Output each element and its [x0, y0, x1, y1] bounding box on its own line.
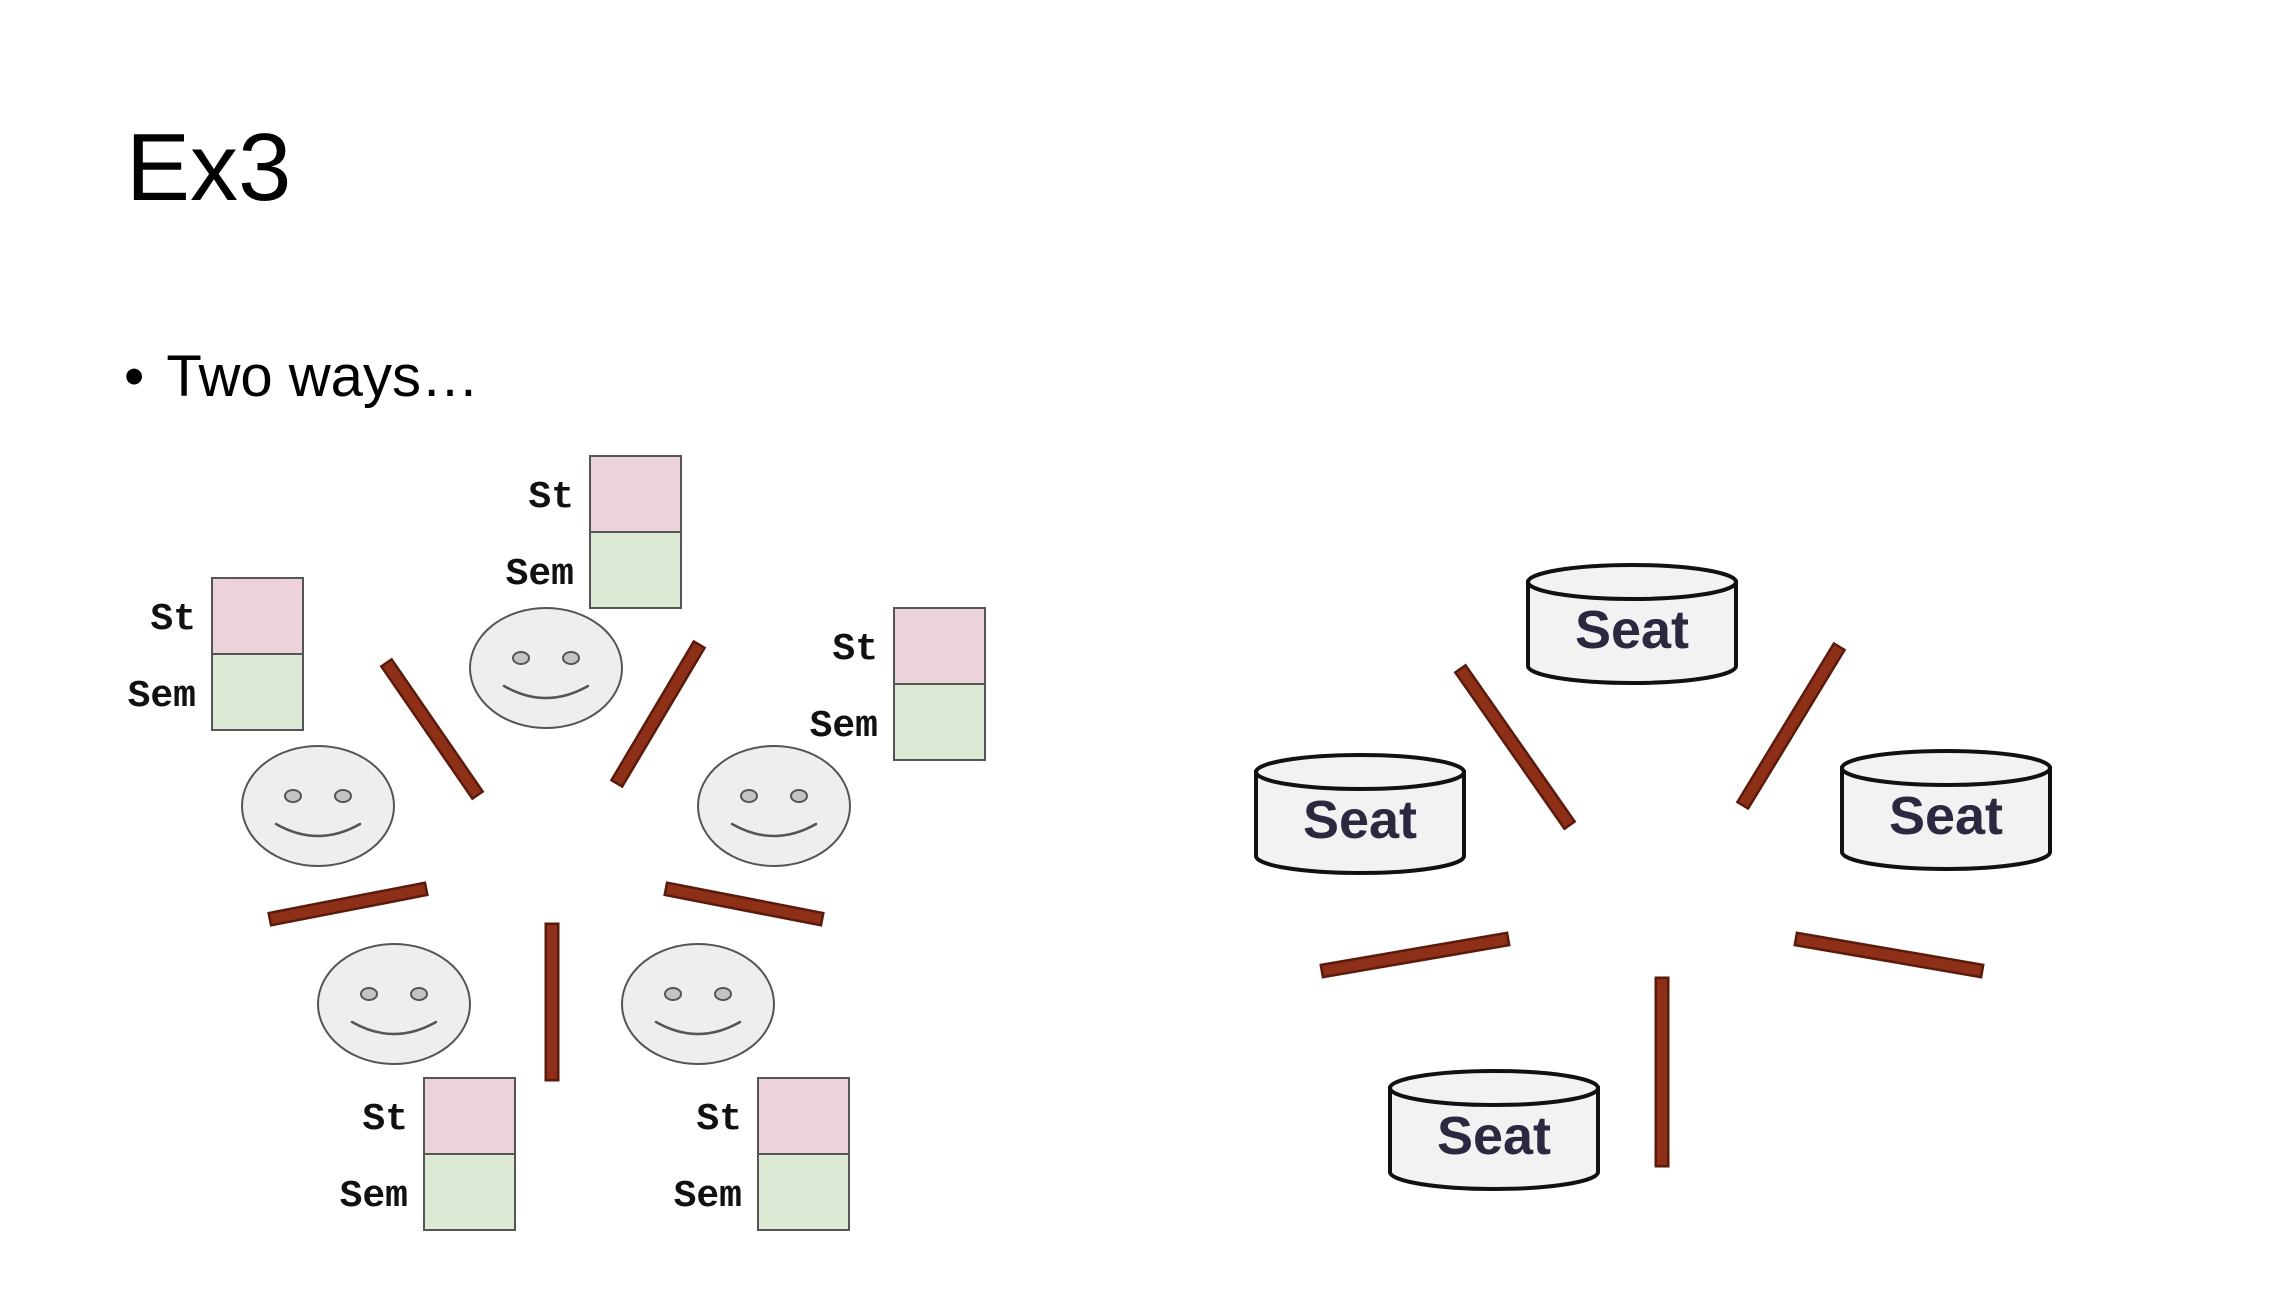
state-label: St	[528, 476, 574, 519]
chopstick-right-2	[1735, 641, 1847, 811]
semaphore-label: Sem	[340, 1175, 408, 1218]
philosopher-face-3	[697, 745, 851, 867]
philosopher-face-2	[241, 745, 395, 867]
semaphore-cell	[893, 683, 986, 761]
seat-4: Seat	[1388, 1069, 1600, 1191]
chopstick-right-3	[1319, 931, 1511, 979]
state-label: St	[362, 1098, 408, 1141]
chopstick-left-4	[663, 881, 825, 927]
state-label: St	[832, 628, 878, 671]
philosopher-face-4	[317, 943, 471, 1065]
seat-label: Seat	[1889, 786, 2003, 846]
semaphore-label: Sem	[128, 675, 196, 718]
state-label: St	[696, 1098, 742, 1141]
state-cell	[423, 1077, 516, 1155]
seat-2: Seat	[1254, 753, 1466, 875]
chopstick-right-4	[1793, 931, 1985, 979]
semaphore-label: Sem	[810, 705, 878, 748]
state-cell	[211, 577, 304, 655]
seat-label: Seat	[1303, 790, 1417, 850]
state-cell	[757, 1077, 850, 1155]
bullet-text: Two ways…	[166, 344, 479, 409]
semaphore-label: Sem	[506, 553, 574, 596]
seat-1: Seat	[1526, 563, 1738, 685]
slide-title: Ex3	[126, 114, 292, 221]
philosopher-face-1	[469, 607, 623, 729]
bullet-item: • Two ways…	[124, 348, 479, 406]
state-cell	[893, 607, 986, 685]
chopstick-left-2	[609, 639, 707, 789]
semaphore-label: Sem	[674, 1175, 742, 1218]
seat-3: Seat	[1840, 749, 2052, 871]
semaphore-cell	[423, 1153, 516, 1231]
semaphore-cell	[589, 531, 682, 609]
semaphore-cell	[211, 653, 304, 731]
philosopher-face-5	[621, 943, 775, 1065]
chopstick-left-3	[267, 881, 429, 927]
state-cell	[589, 455, 682, 533]
seat-label: Seat	[1437, 1106, 1551, 1166]
chopstick-left-1	[379, 657, 485, 801]
semaphore-cell	[757, 1153, 850, 1231]
bullet-marker: •	[124, 344, 145, 409]
chopstick-right-1	[1453, 663, 1577, 831]
state-label: St	[150, 598, 196, 641]
seat-label: Seat	[1575, 600, 1689, 660]
